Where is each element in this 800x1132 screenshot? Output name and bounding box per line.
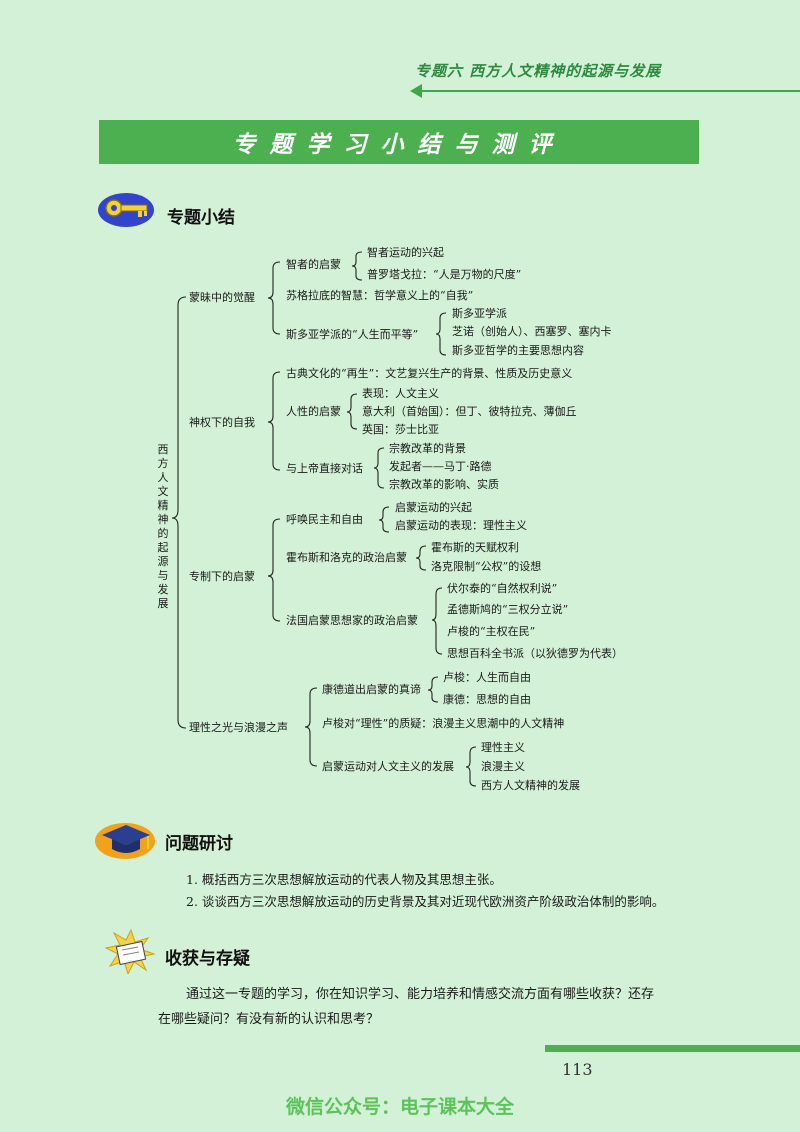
footer-bar: [545, 1045, 800, 1052]
b3-node-3a: 伏尔泰的“自然权利说”: [447, 582, 558, 595]
b1-node-1a: 智者运动的兴起: [367, 246, 444, 259]
notebook-icon: [104, 928, 156, 974]
b3-node-3d: 思想百科全书派（以狄德罗为代表）: [447, 647, 623, 660]
b2-node-2: 人性的启蒙: [286, 405, 341, 418]
b3-node-1a: 启蒙运动的兴起: [395, 501, 472, 514]
question-item: 2. 谈谈西方三次思想解放运动的历史背景及其对近现代欧洲资产阶级政治体制的影响。: [186, 894, 665, 909]
question-item: 1. 概括西方三次思想解放运动的代表人物及其思想主张。: [186, 872, 502, 887]
b1-node-3b: 芝诺（创始人）、西塞罗、塞内卡: [452, 325, 612, 338]
b1-node-2: 苏格拉底的智慧：哲学意义上的“自我”: [286, 289, 474, 302]
mindmap-root: 西方人文精神的起源与发展: [157, 443, 169, 610]
branch-1-label: 蒙昧中的觉醒: [189, 291, 255, 304]
b4-node-1b: 康德：思想的自由: [443, 693, 531, 706]
b1-node-3c: 斯多亚哲学的主要思想内容: [452, 344, 584, 357]
branch-2-label: 神权下的自我: [189, 416, 255, 429]
b1-node-3a: 斯多亚学派: [452, 307, 507, 320]
b3-node-1b: 启蒙运动的表现：理性主义: [395, 519, 527, 532]
b1-node-3: 斯多亚学派的“人生而平等”: [286, 328, 419, 341]
branch-4-label: 理性之光与浪漫之声: [189, 721, 288, 734]
header-rule: [412, 90, 800, 92]
watermark: 微信公众号：电子课本大全: [285, 1096, 514, 1118]
b4-node-3c: 西方人文精神的发展: [481, 779, 580, 792]
b3-node-3b: 孟德斯鸠的“三权分立说”: [447, 603, 569, 616]
b3-node-2a: 霍布斯的天赋权利: [431, 541, 519, 554]
reflection-line-2: 在哪些疑问？有没有新的认识和思考？: [158, 1012, 380, 1027]
b3-node-2: 霍布斯和洛克的政治启蒙: [286, 551, 407, 564]
b2-node-3c: 宗教改革的影响、实质: [389, 478, 499, 491]
b3-node-3: 法国启蒙思想家的政治启蒙: [286, 614, 418, 627]
b2-node-2c: 英国：莎士比亚: [362, 423, 439, 436]
b2-node-3a: 宗教改革的背景: [389, 442, 466, 455]
branch-3-label: 专制下的启蒙: [189, 570, 255, 583]
discussion-title: 问题研讨: [165, 834, 233, 854]
graduation-cap-icon: [95, 823, 155, 859]
b2-node-1: 古典文化的“再生”：文艺复兴生产的背景、性质及历史意义: [286, 367, 573, 380]
key-icon: [98, 193, 154, 227]
b2-node-3: 与上帝直接对话: [286, 462, 363, 475]
b2-node-2a: 表现：人文主义: [362, 387, 439, 400]
b4-node-2: 卢梭对“理性”的质疑：浪漫主义思潮中的人文精神: [322, 717, 565, 730]
b4-node-1a: 卢梭：人生而自由: [443, 671, 531, 684]
b4-node-1: 康德道出启蒙的真谛: [322, 683, 421, 696]
b4-node-3: 启蒙运动对人文主义的发展: [322, 760, 454, 773]
summary-title: 专题小结: [167, 208, 235, 228]
reflection-line-1: 通过这一专题的学习，你在知识学习、能力培养和情感交流方面有哪些收获？还存: [186, 987, 655, 1002]
section-banner: 专题学习小结与测评: [99, 120, 699, 164]
page-number: 113: [562, 1060, 593, 1079]
mindmap-lines: [171, 251, 477, 787]
b3-node-1: 呼唤民主和自由: [286, 513, 363, 526]
b3-node-3c: 卢梭的“主权在民”: [447, 625, 536, 638]
b4-node-3b: 浪漫主义: [481, 760, 525, 773]
b4-node-3a: 理性主义: [481, 741, 525, 754]
b1-node-1b: 普罗塔戈拉：“人是万物的尺度”: [367, 268, 522, 281]
b1-node-1: 智者的启蒙: [286, 258, 341, 271]
b2-node-2b: 意大利（首始国）：但丁、彼特拉克、薄伽丘: [362, 405, 577, 418]
b3-node-2b: 洛克限制“公权”的设想: [431, 560, 542, 573]
gains-title: 收获与存疑: [165, 949, 250, 969]
chapter-header: 专题六 西方人文精神的起源与发展: [415, 62, 662, 80]
b2-node-3b: 发起者——马丁·路德: [389, 460, 492, 473]
